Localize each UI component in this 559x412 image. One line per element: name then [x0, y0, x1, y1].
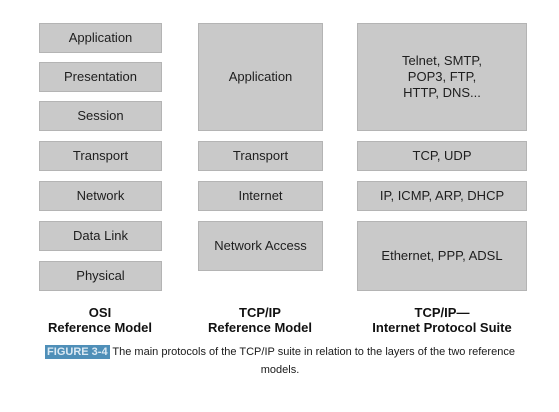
- osi-layer-network: Network: [39, 181, 162, 211]
- tcpip-layer-application: Application: [198, 23, 323, 131]
- osi-layer-session: Session: [39, 101, 162, 131]
- suite-subtitle: Internet Protocol Suite: [372, 320, 512, 335]
- osi-column-heading: OSI Reference Model: [20, 305, 180, 335]
- osi-layer-application: Application: [39, 23, 162, 53]
- figure-label: FIGURE 3-4: [45, 345, 110, 359]
- suite-title: TCP/IP—: [414, 305, 470, 320]
- osi-title: OSI: [88, 305, 112, 320]
- figure-caption: FIGURE 3-4 The main protocols of the TCP…: [30, 343, 530, 379]
- tcpip-layer-network-access: Network Access: [198, 221, 323, 271]
- suite-transport-protocols: TCP, UDP: [357, 141, 527, 171]
- tcpip-title: TCP/IP: [239, 305, 281, 320]
- osi-layer-data-link: Data Link: [39, 221, 162, 251]
- suite-internet-protocols: IP, ICMP, ARP, DHCP: [357, 181, 527, 211]
- tcpip-column-heading: TCP/IP Reference Model: [180, 305, 340, 335]
- suite-column-heading: TCP/IP— Internet Protocol Suite: [342, 305, 542, 335]
- osi-layer-transport: Transport: [39, 141, 162, 171]
- tcpip-layer-transport: Transport: [198, 141, 323, 171]
- caption-text: The main protocols of the TCP/IP suite i…: [109, 346, 515, 376]
- tcpip-layer-internet: Internet: [198, 181, 323, 211]
- suite-application-protocols: Telnet, SMTP, POP3, FTP, HTTP, DNS...: [357, 23, 527, 131]
- osi-layer-presentation: Presentation: [39, 62, 162, 92]
- osi-subtitle: Reference Model: [47, 320, 153, 335]
- tcpip-subtitle: Reference Model: [207, 320, 313, 335]
- suite-network-access-protocols: Ethernet, PPP, ADSL: [357, 221, 527, 291]
- osi-layer-physical: Physical: [39, 261, 162, 291]
